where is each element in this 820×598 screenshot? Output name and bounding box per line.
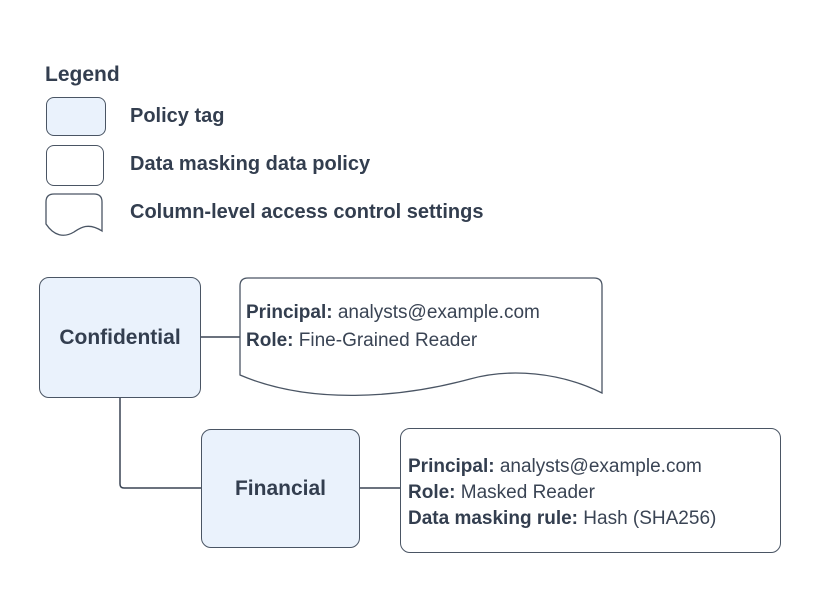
policy-tag-swatch [46,97,106,136]
legend-title: Legend [45,63,120,86]
fine-grained-document-shape [239,277,603,397]
financial-node-label: Financial [234,476,327,500]
masked-reader-policy-settings: Principal: analysts@example.com Role: Ma… [408,454,716,532]
legend-label-policy-tag: Policy tag [130,105,225,127]
legend-label-data-masking-policy: Data masking data policy [130,153,371,175]
confidential-node-label: Confidential [59,325,181,349]
fine-grained-access-settings: Principal: analysts@example.com Role: Fi… [246,299,540,355]
principal-line: Principal: analysts@example.com [408,456,702,477]
legend-label-access-control-settings: Column-level access control settings [130,201,484,223]
role-line: Role: Masked Reader [408,482,595,503]
data-policy-swatch [46,145,104,186]
principal-line: Principal: analysts@example.com [246,302,540,323]
connector-confidential-to-financial [119,398,201,489]
data-masking-policy-box [400,428,781,553]
policy-tag-node-financial: Financial [201,429,360,548]
access-control-document-swatch [45,193,103,236]
policy-tag-node-confidential: Confidential [39,277,201,398]
role-line: Role: Fine-Grained Reader [246,330,478,351]
data-masking-rule-line: Data masking rule: Hash (SHA256) [408,508,717,529]
